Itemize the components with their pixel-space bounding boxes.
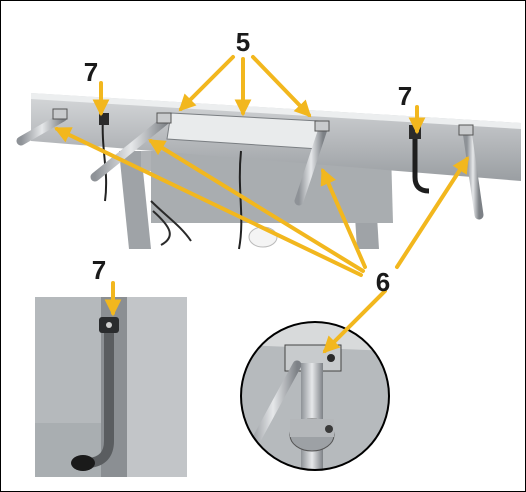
callout-7-inset: 7 (92, 255, 106, 285)
cable-left (101, 115, 108, 202)
leader-arrows (53, 55, 469, 354)
arrow-6-to-rod-3 (320, 167, 367, 269)
circle-bracket-screw (327, 354, 335, 362)
clamp-2 (156, 112, 172, 124)
circle-rod-angled (244, 360, 302, 458)
table-rail-top-edge (31, 93, 521, 129)
arrow-6-to-rod-4 (395, 156, 469, 269)
callout-7-left: 7 (84, 57, 98, 87)
crank-handle-right (412, 131, 430, 194)
rod-3 (294, 124, 328, 206)
rod-4 (462, 126, 484, 220)
detail-circle-outline (240, 321, 390, 471)
arrow-5-right (251, 55, 312, 118)
callout-5: 5 (236, 27, 250, 57)
arrow-5-left (178, 55, 235, 112)
arrow-6-to-rod-2 (148, 139, 365, 273)
crank-lock-left (99, 113, 109, 125)
callout-7-right: 7 (398, 81, 412, 111)
arrow-6-to-detail (322, 289, 387, 354)
inset-panel-right (127, 297, 187, 477)
machine-photo (16, 93, 521, 250)
callout-6: 6 (376, 267, 390, 297)
arrow-6-to-rod-1 (53, 127, 363, 277)
circle-collar-screw (325, 425, 333, 433)
circle-collar-band (290, 419, 334, 437)
rod-1 (16, 112, 68, 146)
cable-coil (150, 200, 192, 246)
clamp-1 (52, 108, 68, 120)
clamp-4 (458, 124, 474, 136)
inset-crank-knob (71, 455, 95, 471)
rod-2 (90, 114, 172, 182)
clamp-3 (314, 120, 330, 132)
inset-lock-screw (106, 322, 112, 328)
circle-detail (240, 321, 390, 471)
inset-crank-detail (35, 297, 187, 477)
cable-center (238, 150, 243, 250)
inset-panel-left (35, 297, 107, 423)
frame-leg-left (119, 151, 151, 249)
